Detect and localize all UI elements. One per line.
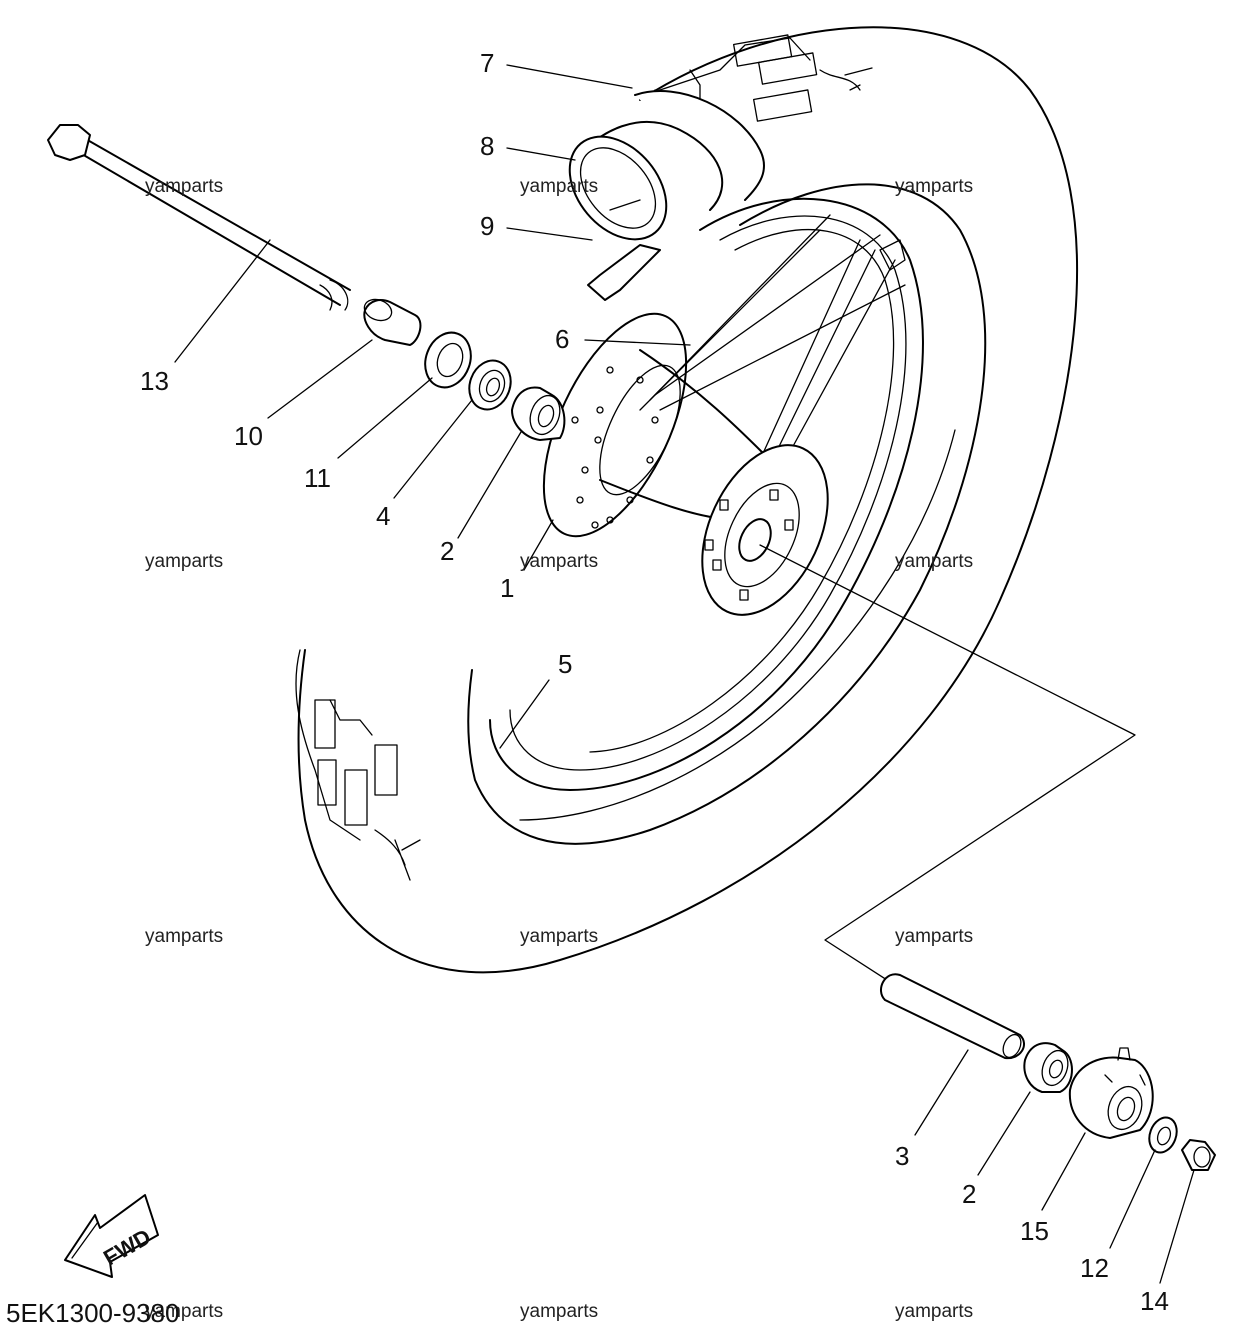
bearing-4[interactable] [463,355,518,416]
watermark: yamparts [520,1301,598,1322]
rim[interactable] [489,197,956,821]
meter-gear-housing[interactable] [1068,1047,1154,1139]
watermark: yamparts [145,176,223,197]
spokes[interactable] [639,214,906,471]
watermark: yamparts [895,926,973,947]
watermark: yamparts [895,1301,973,1322]
callout-5: 5 [558,649,572,679]
watermarks: yamparts yamparts yamparts yamparts yamp… [145,176,973,1322]
callout-labels: 7 8 9 6 13 10 11 4 2 1 5 3 2 15 12 14 [140,48,1169,1316]
callout-7: 7 [480,48,494,78]
callout-10: 10 [234,421,263,451]
nut[interactable] [1181,1139,1216,1171]
callout-9: 9 [480,211,494,241]
tread-bottom [295,649,421,881]
callout-1: 1 [500,573,514,603]
rim-lock[interactable] [587,244,661,301]
fwd-arrow: FWD [64,1194,159,1278]
callout-2-left: 2 [440,536,454,566]
watermark: yamparts [520,176,598,197]
tire[interactable] [295,26,1079,974]
axle-line [759,544,1136,1041]
callout-14: 14 [1140,1286,1169,1316]
watermark: yamparts [895,176,973,197]
rim-band[interactable] [550,118,686,258]
callout-6: 6 [555,324,569,354]
callout-4: 4 [376,501,390,531]
bearing-2-right[interactable] [1023,1042,1073,1093]
callout-2-right: 2 [962,1179,976,1209]
washer[interactable] [1145,1114,1182,1157]
callout-11: 11 [304,463,331,493]
callout-3: 3 [895,1141,909,1171]
watermark: yamparts [145,1301,223,1322]
hub[interactable] [514,293,852,635]
watermark: yamparts [520,551,598,572]
callout-13: 13 [140,366,169,396]
watermark: yamparts [145,926,223,947]
watermark: yamparts [895,551,973,572]
leader-lines [174,64,1195,1284]
diagram-code: 5EK1300-9380 [6,1298,179,1328]
watermark: yamparts [520,926,598,947]
collar[interactable] [361,296,422,346]
axle[interactable] [47,124,351,311]
watermark: yamparts [145,551,223,572]
callout-8: 8 [480,131,494,161]
callout-15: 15 [1020,1216,1049,1246]
oil-seal[interactable] [418,326,478,394]
callout-12: 12 [1080,1253,1109,1283]
spacer[interactable] [880,973,1025,1060]
bearing-2-left[interactable] [511,386,566,441]
